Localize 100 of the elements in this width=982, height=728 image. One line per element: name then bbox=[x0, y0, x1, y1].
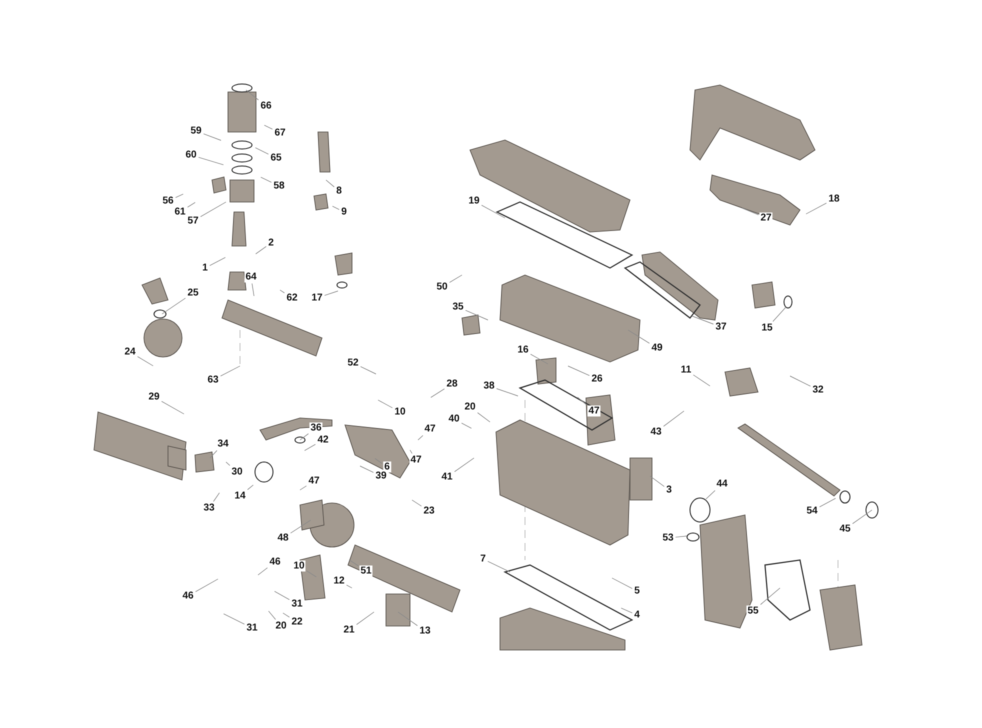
callout-number: 56 bbox=[161, 196, 175, 206]
callout-number: 51 bbox=[359, 566, 373, 576]
callout-number: 53 bbox=[661, 532, 675, 544]
leader-line bbox=[175, 194, 184, 198]
callout-number: 57 bbox=[186, 216, 200, 226]
callout-number: 47 bbox=[587, 406, 601, 416]
leader-line bbox=[530, 354, 548, 364]
callout-number: 26 bbox=[590, 374, 604, 384]
callout-number: 24 bbox=[123, 346, 137, 358]
leader-line bbox=[692, 316, 714, 324]
leader-line bbox=[226, 462, 230, 466]
leader-line bbox=[742, 208, 759, 216]
callout-number: 34 bbox=[216, 438, 230, 450]
leader-line bbox=[852, 510, 872, 524]
callout-number: 40 bbox=[447, 414, 461, 424]
leader-line bbox=[290, 520, 311, 534]
callout-number: 12 bbox=[332, 576, 346, 586]
callout-number: 9 bbox=[340, 206, 348, 218]
leader-line bbox=[675, 536, 688, 538]
leader-line bbox=[324, 290, 338, 296]
callout-number: 47 bbox=[307, 476, 321, 486]
callout-number: 18 bbox=[827, 194, 841, 204]
callout-number: 63 bbox=[206, 374, 220, 386]
callout-number: 7 bbox=[479, 554, 487, 564]
callout-number: 60 bbox=[184, 150, 198, 160]
leader-line bbox=[706, 490, 716, 500]
leader-line bbox=[346, 584, 352, 588]
callout-number: 31 bbox=[245, 622, 259, 634]
callout-number: 35 bbox=[451, 302, 465, 312]
leader-line bbox=[198, 156, 224, 166]
callout-number: 8 bbox=[335, 186, 343, 196]
leader-line bbox=[612, 578, 633, 589]
callout-number: 39 bbox=[374, 470, 388, 482]
leader-line bbox=[161, 400, 184, 414]
leader-line bbox=[300, 433, 309, 440]
leader-line bbox=[223, 613, 245, 625]
leader-line bbox=[449, 274, 462, 283]
leader-line bbox=[255, 147, 269, 155]
leader-line bbox=[246, 90, 259, 100]
leader-line bbox=[203, 133, 222, 141]
callout-number: 32 bbox=[811, 384, 825, 396]
leader-line bbox=[195, 578, 218, 592]
leader-line bbox=[348, 559, 359, 566]
callout-number: 43 bbox=[649, 426, 663, 438]
leader-line bbox=[360, 466, 374, 473]
leader-line bbox=[692, 374, 710, 386]
leader-line bbox=[326, 180, 335, 188]
leader-line bbox=[374, 458, 383, 464]
callout-number: 15 bbox=[760, 322, 774, 334]
leader-line bbox=[465, 310, 488, 320]
callout-number: 64 bbox=[244, 272, 258, 282]
leader-line bbox=[280, 290, 285, 294]
leader-line bbox=[819, 498, 836, 508]
callout-number: 61 bbox=[173, 206, 187, 218]
leader-line bbox=[252, 283, 254, 296]
callout-number: 33 bbox=[202, 502, 216, 514]
leader-line bbox=[255, 246, 267, 254]
leader-line bbox=[213, 492, 220, 502]
leader-line bbox=[247, 484, 254, 490]
callout-number: 45 bbox=[838, 524, 852, 534]
leader-line bbox=[274, 590, 290, 600]
leader-line bbox=[620, 608, 633, 614]
leader-line bbox=[772, 306, 786, 322]
leader-line bbox=[398, 612, 418, 626]
callout-number: 5 bbox=[633, 586, 641, 596]
leader-line bbox=[418, 435, 424, 440]
leader-line bbox=[260, 176, 272, 183]
callout-number: 27 bbox=[759, 212, 773, 224]
leader-line bbox=[360, 366, 376, 374]
leader-line bbox=[378, 400, 393, 408]
callout-number: 46 bbox=[268, 556, 282, 568]
callout-number: 6 bbox=[383, 462, 391, 472]
callout-number: 16 bbox=[516, 344, 530, 356]
leader-line bbox=[300, 486, 307, 490]
callout-number: 50 bbox=[435, 282, 449, 292]
callout-number: 59 bbox=[189, 126, 203, 136]
callout-number: 66 bbox=[259, 100, 273, 112]
callout-number: 22 bbox=[290, 616, 304, 628]
callout-number: 41 bbox=[440, 472, 454, 482]
leader-line bbox=[332, 206, 340, 210]
callout-number: 20 bbox=[463, 402, 477, 412]
leader-line bbox=[487, 560, 510, 572]
leader-line bbox=[806, 202, 827, 214]
leader-line bbox=[282, 612, 290, 618]
callout-number: 36 bbox=[309, 422, 323, 434]
leader-line bbox=[220, 366, 240, 376]
leader-line bbox=[412, 500, 422, 506]
leader-line bbox=[454, 458, 474, 472]
callout-number: 21 bbox=[342, 624, 356, 636]
callout-number: 25 bbox=[186, 288, 200, 298]
callout-number: 29 bbox=[147, 392, 161, 402]
callout-number: 44 bbox=[715, 478, 729, 490]
leader-line bbox=[650, 476, 665, 487]
callout-number: 58 bbox=[272, 180, 286, 192]
leader-line bbox=[304, 444, 316, 451]
callout-number: 31 bbox=[290, 598, 304, 610]
callout-number: 67 bbox=[273, 128, 287, 138]
callout-number: 37 bbox=[714, 322, 728, 332]
callout-number: 38 bbox=[482, 380, 496, 392]
callout-number: 65 bbox=[269, 152, 283, 164]
